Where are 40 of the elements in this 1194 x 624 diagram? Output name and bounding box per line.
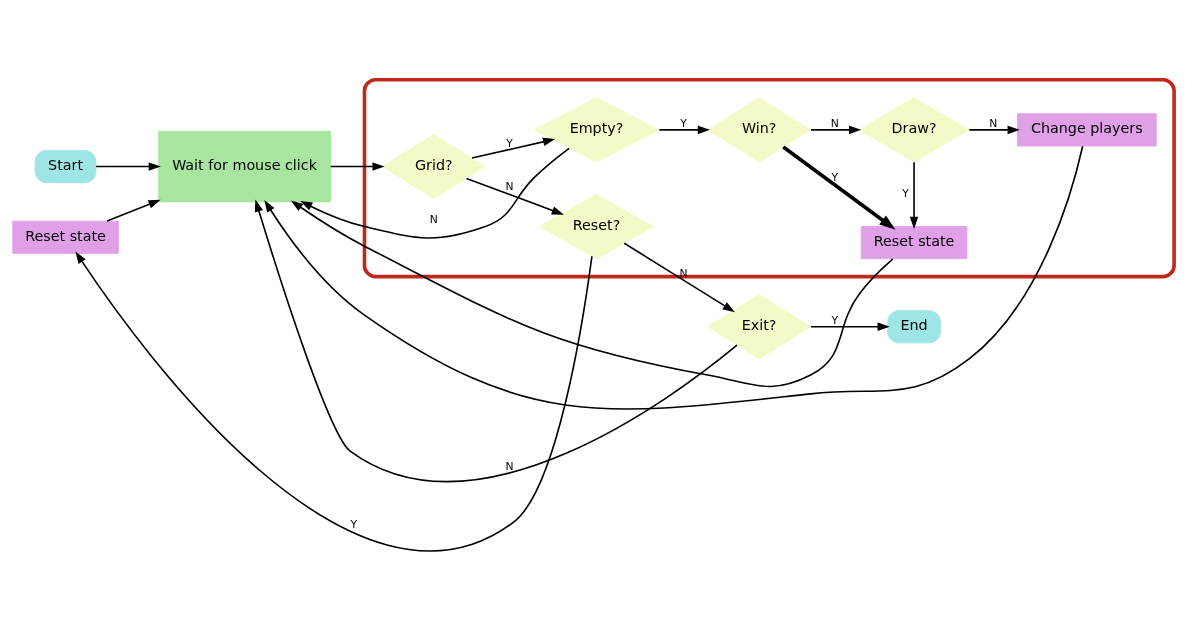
arrow bbox=[290, 200, 894, 388]
node-diamond: Draw? bbox=[858, 97, 970, 163]
arrow bbox=[909, 161, 919, 229]
edge-label: Y bbox=[831, 313, 839, 327]
arrow bbox=[810, 125, 862, 135]
arrow bbox=[810, 322, 890, 331]
arrow bbox=[471, 137, 556, 159]
edge-label: Y bbox=[902, 187, 909, 201]
arrow bbox=[264, 145, 1084, 410]
edge-label: N bbox=[989, 116, 998, 130]
node-diamond: Exit? bbox=[707, 294, 812, 360]
arrow bbox=[658, 125, 710, 135]
node-box: End bbox=[887, 310, 941, 344]
node-box: Reset state bbox=[860, 226, 968, 260]
arrow bbox=[300, 147, 570, 239]
edge-label: Y bbox=[680, 116, 687, 130]
edge-label: N bbox=[505, 459, 514, 473]
edge-label: Y bbox=[831, 170, 839, 184]
arrow bbox=[782, 145, 896, 230]
node-box: Reset state bbox=[12, 220, 119, 254]
edge-label: N bbox=[429, 213, 438, 227]
edge-label: N bbox=[830, 116, 839, 130]
arrow bbox=[465, 177, 564, 215]
node-box: Change players bbox=[1017, 113, 1157, 147]
node-box: Start bbox=[34, 150, 97, 184]
edge-label: Y bbox=[506, 136, 513, 150]
arrow bbox=[623, 242, 735, 313]
node-box: Wait for mouse click bbox=[158, 130, 331, 203]
edge-label: Y bbox=[350, 517, 358, 531]
arrow bbox=[254, 199, 738, 483]
arrow bbox=[106, 199, 161, 222]
node-diamond: Empty? bbox=[533, 97, 660, 163]
arrow bbox=[329, 162, 385, 171]
node-diamond: Reset? bbox=[538, 193, 655, 260]
edge-label: N bbox=[505, 180, 514, 194]
cluster bbox=[362, 77, 1176, 279]
arrow bbox=[95, 162, 161, 171]
node-diamond: Grid? bbox=[381, 133, 486, 200]
arrow bbox=[968, 125, 1020, 135]
node-diamond: Win? bbox=[707, 97, 812, 163]
